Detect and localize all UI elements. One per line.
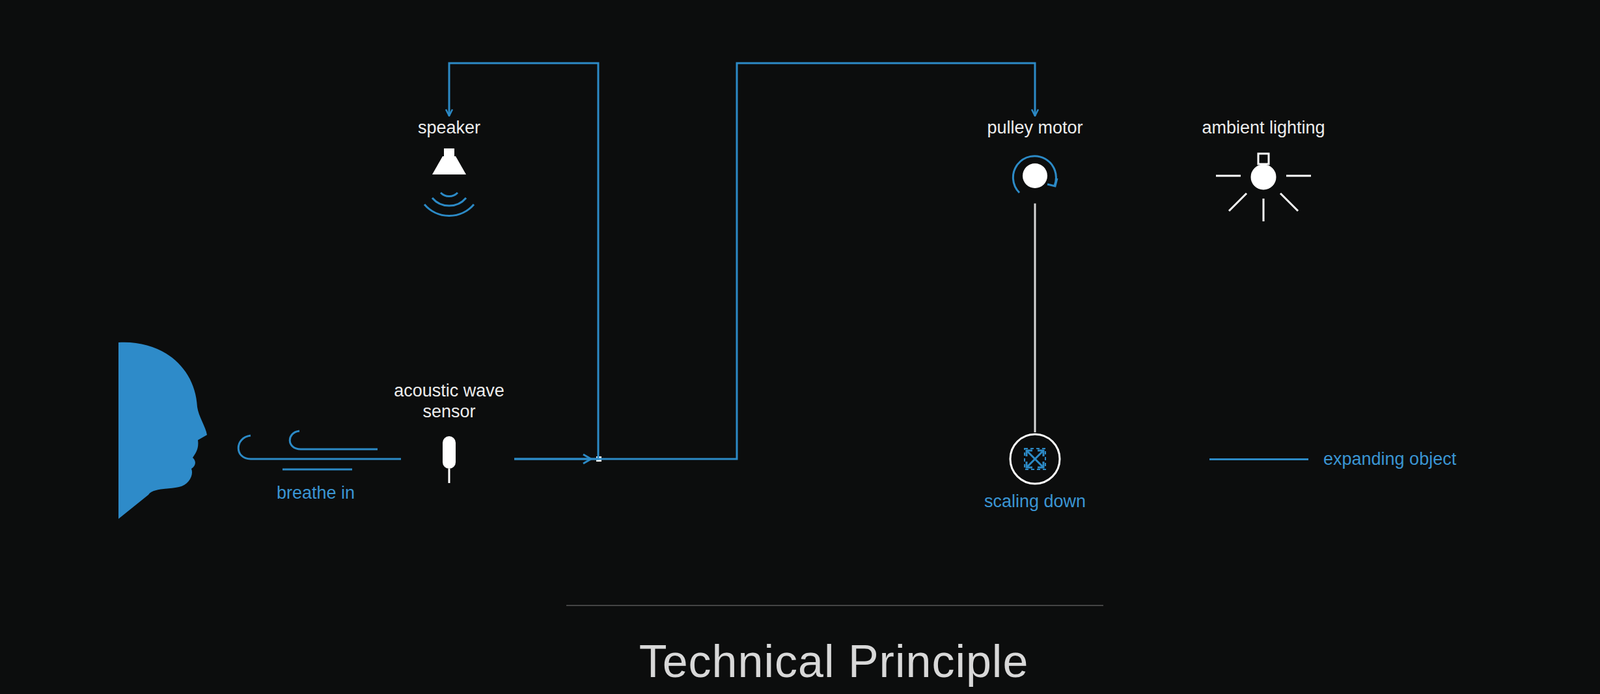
icon-slot [1005, 432, 1065, 491]
icon-stroke [1251, 165, 1276, 189]
motor-icon [1012, 156, 1058, 193]
node-label: ambient lighting [1201, 117, 1325, 138]
icon-stroke [424, 204, 474, 217]
icon-stroke [442, 436, 456, 469]
icon-stroke [440, 192, 458, 197]
icon-stroke [1026, 450, 1033, 457]
icon-stroke [448, 468, 451, 483]
scaling-icon [1010, 434, 1060, 484]
icon-stroke [282, 468, 353, 471]
icon-stroke [1022, 163, 1048, 189]
microphone-icon [442, 436, 456, 483]
icon-stroke [289, 430, 378, 450]
node-label: speaker [417, 117, 481, 138]
icon-slot [419, 422, 479, 483]
signal-connector [514, 63, 1035, 459]
caption-rule [566, 604, 1104, 607]
legend-text: expanding object [1323, 449, 1457, 470]
icon-node: ambient lighting [1201, 117, 1325, 217]
icon-node: acoustic wave sensor [384, 380, 515, 483]
icon-stroke [1258, 153, 1269, 165]
head-silhouette [118, 342, 207, 519]
signal-connector [1033, 203, 1036, 433]
icon-stroke [1037, 450, 1044, 457]
icon-stroke [443, 148, 455, 157]
lamp-icon [1215, 153, 1311, 222]
node-label: scaling down [984, 490, 1086, 512]
legend-line-sample [1209, 458, 1309, 461]
icon-stroke [1026, 450, 1044, 468]
icon-node: speaker [417, 117, 481, 211]
icon-stroke [432, 156, 467, 175]
icon-stroke [1026, 450, 1044, 468]
icon-stroke [1047, 178, 1058, 187]
icon-stroke [1262, 198, 1265, 222]
icon-stroke [1012, 156, 1056, 193]
legend-entry: expanding object [1209, 449, 1457, 470]
icon-node: pulley motor [986, 117, 1083, 204]
icon-slot [1005, 137, 1065, 204]
icon-stroke [1024, 448, 1046, 470]
node-label: acoustic wave sensor [384, 380, 515, 423]
icon-stroke [424, 192, 474, 217]
caption: Technical Principle [639, 635, 1030, 688]
icon-stroke [432, 197, 467, 206]
icon-stroke [1037, 461, 1044, 468]
speaker-icon [424, 148, 474, 217]
icon-stroke [1286, 175, 1311, 178]
icon-stroke [1228, 193, 1247, 211]
breath-lines [238, 430, 401, 470]
icon-stroke [1026, 461, 1033, 468]
icon-stroke [1215, 175, 1241, 178]
icon-stroke [1010, 434, 1060, 484]
icon-slot [1234, 137, 1293, 217]
icon-stroke [238, 435, 401, 459]
node-label: pulley motor [986, 117, 1083, 138]
icon-node: scaling down [984, 432, 1086, 512]
icon-stroke [1026, 450, 1044, 468]
icon-stroke [1280, 193, 1298, 211]
icon-slot [419, 137, 479, 211]
breath-label: breathe in [276, 482, 355, 504]
